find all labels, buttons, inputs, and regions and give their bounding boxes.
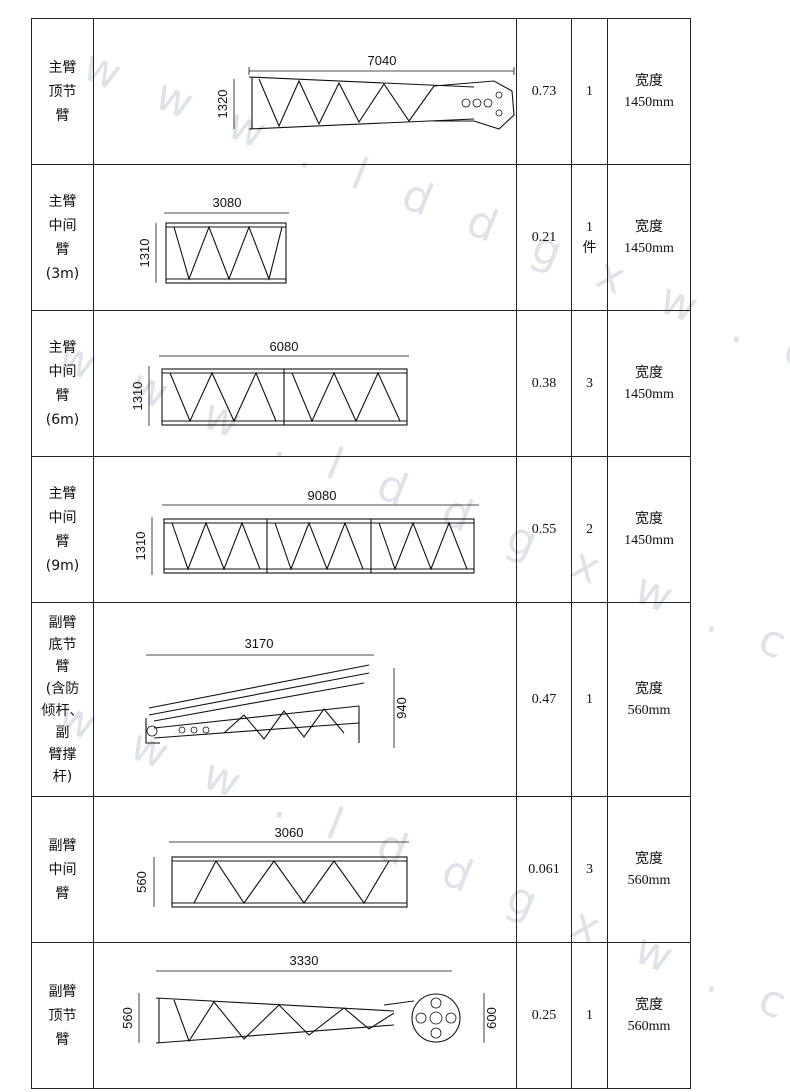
part-name: 副臂顶节臂 [31, 942, 94, 1089]
dimension-height: 560 [120, 1007, 135, 1029]
part-name: 主臂中间臂(6m) [31, 310, 94, 457]
dimension-height: 1310 [133, 532, 148, 561]
part-name: 副臂中间臂 [31, 796, 94, 943]
weight-cell: 0.21 [516, 164, 572, 311]
weight-cell: 0.25 [516, 942, 572, 1089]
part-drawing: 3170 940 [93, 602, 517, 797]
fly-jib-middle-section-drawing: 3060 560 [134, 825, 409, 908]
part-drawing: 6080 1310 [93, 310, 517, 457]
boom-middle-3m-drawing: 3080 1310 [137, 195, 289, 284]
quantity-cell: 1 [571, 602, 608, 797]
dimension-length: 6080 [270, 339, 299, 354]
quantity-cell: 3 [571, 796, 608, 943]
quantity-cell: 1 [571, 942, 608, 1089]
dimension-height: 560 [134, 871, 149, 893]
weight-cell: 0.47 [516, 602, 572, 797]
quantity-cell: 1 [571, 18, 608, 165]
dimension-height: 1310 [130, 382, 145, 411]
dimension-height: 940 [394, 697, 409, 719]
part-drawing: 3330 560 600 [93, 942, 517, 1089]
dimension-height-2: 600 [484, 1007, 499, 1029]
part-name: 主臂顶节臂 [31, 18, 94, 165]
weight-cell: 0.55 [516, 456, 572, 603]
part-drawing: 7040 1320 [93, 18, 517, 165]
dimension-height: 1310 [137, 239, 152, 268]
table-row: 副臂顶节臂 3330 560 600 0.25 1 宽 [31, 942, 691, 1089]
dimension-length: 7040 [368, 53, 397, 68]
quantity-cell: 2 [571, 456, 608, 603]
quantity-cell: 3 [571, 310, 608, 457]
dimension-length: 3170 [245, 636, 274, 651]
table-row: 副臂底节臂(含防倾杆、副臂撑杆) 3170 940 0.47 1 宽度 [31, 602, 691, 797]
dimension-length: 9080 [308, 488, 337, 503]
dimension-length: 3080 [213, 195, 242, 210]
part-name: 主臂中间臂(9m) [31, 456, 94, 603]
dimension-length: 3060 [275, 825, 304, 840]
fly-jib-base-section-drawing: 3170 940 [145, 636, 409, 748]
dimension-length: 3330 [290, 953, 319, 968]
fly-jib-top-section-drawing: 3330 560 600 [120, 953, 499, 1044]
part-drawing: 3080 1310 [93, 164, 517, 311]
dimension-height: 1320 [215, 90, 230, 119]
part-drawing: 9080 1310 [93, 456, 517, 603]
part-name: 主臂中间臂(3m) [31, 164, 94, 311]
boom-top-section-drawing: 7040 1320 [215, 53, 515, 130]
weight-cell: 0.73 [516, 18, 572, 165]
boom-middle-9m-drawing: 9080 1310 [133, 488, 479, 575]
weight-cell: 0.061 [516, 796, 572, 943]
boom-middle-6m-drawing: 6080 1310 [130, 339, 409, 426]
part-drawing: 3060 560 [93, 796, 517, 943]
weight-cell: 0.38 [516, 310, 572, 457]
part-name: 副臂底节臂(含防倾杆、副臂撑杆) [31, 602, 94, 797]
